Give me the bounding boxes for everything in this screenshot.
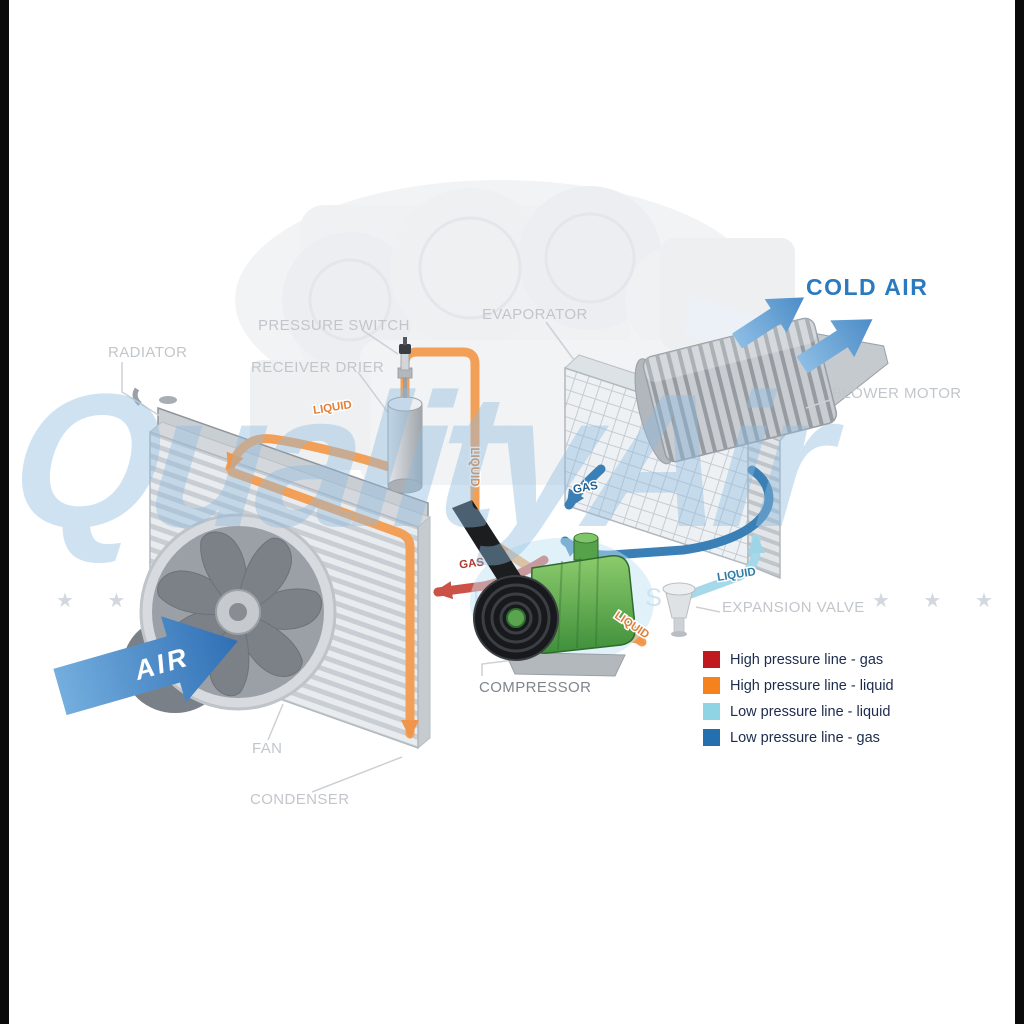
legend-label-high-liquid: High pressure line - liquid [730, 677, 894, 694]
legend-swatch-high-liquid [703, 677, 720, 694]
cold-air-arrows [732, 297, 873, 374]
label-blower-motor: BLOWER MOTOR [832, 385, 962, 402]
condenser-graphic [139, 421, 431, 750]
air-arrow: AIR [53, 616, 238, 716]
compressor-graphic [452, 500, 654, 677]
flow-label-gas-discharge: GAS [459, 557, 486, 572]
pipe-low-pressure-gas-suction [564, 464, 606, 510]
expansion-valve-graphic [662, 582, 696, 637]
left-edge-bar [0, 0, 9, 1024]
pipe-high-pressure-liquid-drier-to-condenser [225, 434, 397, 473]
legend-item-low-gas: Low pressure line - gas [703, 729, 894, 746]
label-fan: FAN [252, 740, 283, 757]
legend-label-low-liquid: Low pressure line - liquid [730, 703, 891, 720]
legend-item-high-liquid: High pressure line - liquid [703, 677, 894, 694]
compressor-pulley [473, 575, 559, 661]
label-evaporator: EVAPORATOR [482, 306, 588, 323]
pipe-high-pressure-liquid-condenser-edge [227, 467, 419, 739]
legend-item-low-liquid: Low pressure line - liquid [703, 703, 894, 720]
legend-label-high-gas: High pressure line - gas [730, 651, 884, 668]
leader-lines [121, 321, 831, 793]
right-edge-bar [1015, 0, 1024, 1024]
label-condenser: CONDENSER [250, 791, 350, 808]
blower-motor-graphic [634, 317, 889, 465]
legend: High pressure line - gas High pressure l… [703, 651, 894, 755]
receiver-drier-graphic [387, 337, 423, 494]
flow-label-liquid-down: LIQUID [468, 448, 480, 487]
label-radiator: RADIATOR [108, 344, 188, 361]
legend-swatch-high-gas [703, 651, 720, 668]
label-compressor: COMPRESSOR [479, 679, 592, 696]
label-cold-air: COLD AIR [806, 274, 929, 300]
legend-item-high-gas: High pressure line - gas [703, 651, 894, 668]
stars-right: ★ ★ ★ [872, 590, 1007, 612]
legend-label-low-gas: Low pressure line - gas [730, 729, 880, 746]
engine-ghost-image [235, 180, 795, 485]
pressure-switch-graphic [397, 337, 413, 398]
label-expansion-valve: EXPANSION VALVE [722, 599, 865, 616]
legend-swatch-low-liquid [703, 703, 720, 720]
label-pressure-switch: PRESSURE SWITCH [258, 317, 410, 334]
pipe-low-pressure-liquid [678, 534, 765, 602]
legend-swatch-low-gas [703, 729, 720, 746]
label-receiver-drier: RECEIVER DRIER [251, 359, 385, 376]
